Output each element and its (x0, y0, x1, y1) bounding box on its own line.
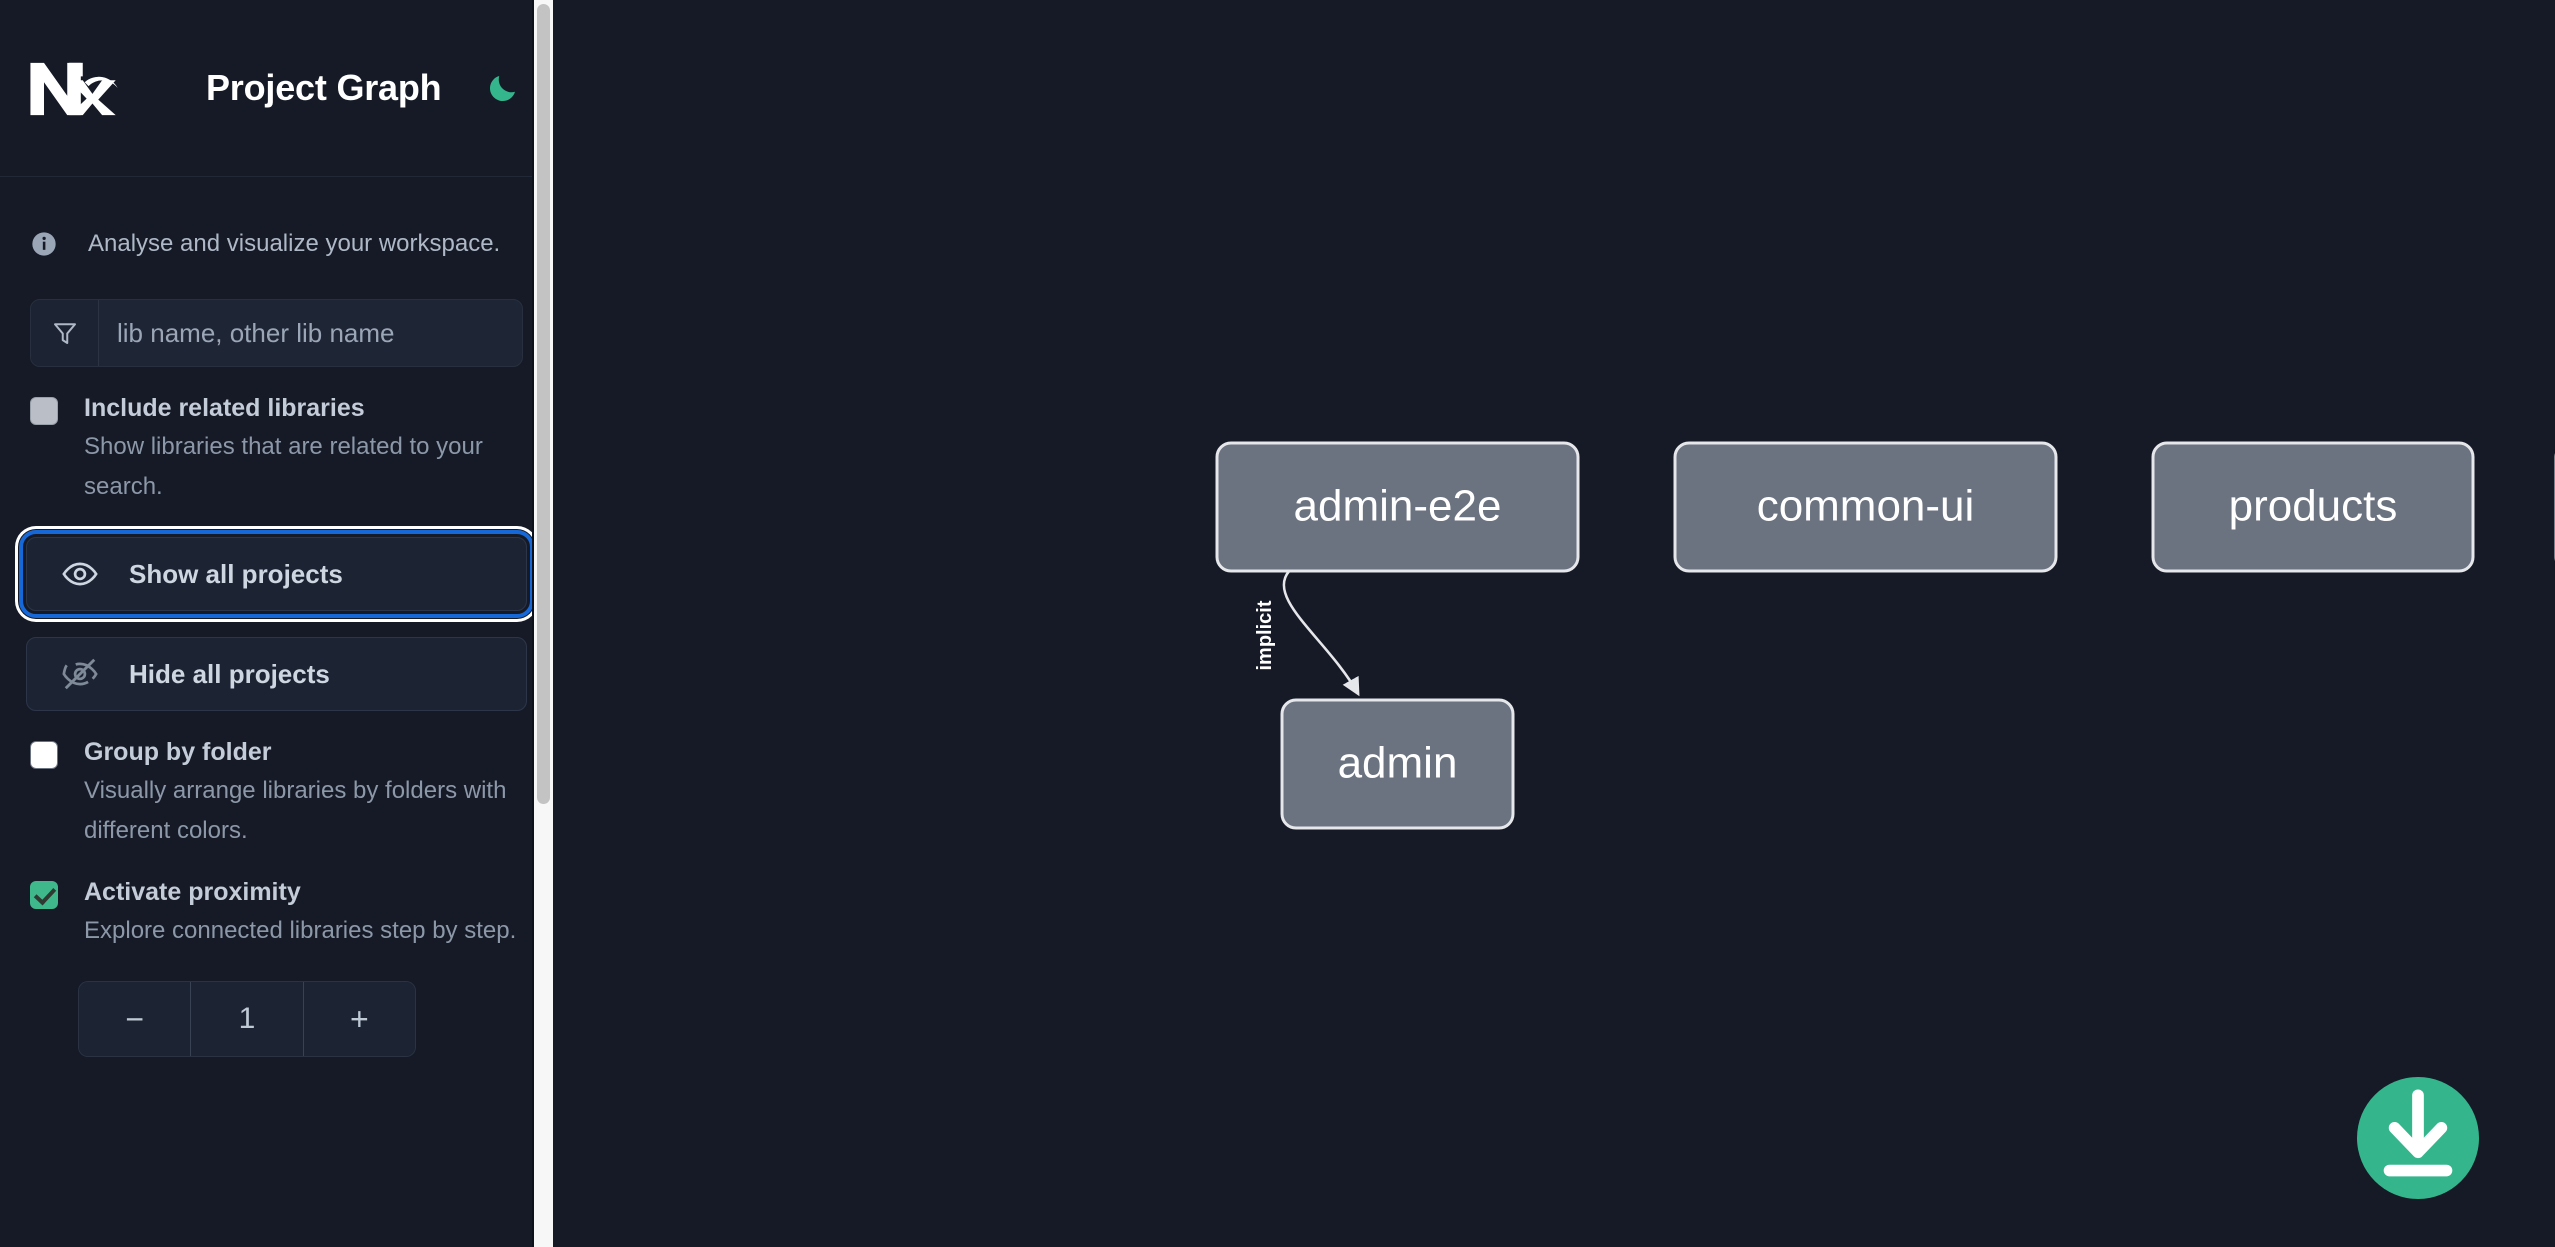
graph-nodes: admin-e2ecommon-uiproductsstore-e2eadmin… (1215, 441, 2555, 830)
stepper-value: 1 (191, 982, 303, 1056)
graph-edge-label: implicit (1254, 600, 1276, 670)
graph-node-box[interactable] (1280, 698, 1515, 830)
graph-node-box[interactable] (2151, 441, 2475, 573)
option-label: Group by folder (84, 738, 272, 766)
proximity-stepper-wrap: − 1 + (0, 951, 553, 1057)
proximity-stepper: − 1 + (78, 981, 416, 1057)
option-description: Explore connected libraries step by step… (84, 917, 517, 944)
graph-edges: implicitimplicit (1254, 570, 1360, 697)
show-all-projects-button[interactable]: Show all projects (19, 530, 534, 618)
hide-all-projects-label: Hide all projects (129, 658, 330, 689)
option-group-by-folder: Group by folder Visually arrange librari… (0, 711, 553, 851)
graph-node-admin[interactable]: admin (1280, 698, 1515, 830)
show-all-projects-label: Show all projects (129, 558, 343, 589)
workspace-info-text: Analyse and visualize your workspace. (88, 230, 501, 257)
stepper-divider (302, 982, 304, 1056)
eye-icon (61, 555, 99, 593)
graph-svg: implicitimplicit admin-e2e common-ui produ… (1215, 441, 2555, 830)
graph-node-label: admin-e2e (1294, 482, 1502, 531)
graph-node-box[interactable] (1215, 441, 1580, 573)
option-description: Show libraries that are related to your … (84, 433, 483, 500)
search-input[interactable] (99, 300, 522, 366)
graph-node-box[interactable] (1673, 441, 2058, 573)
sidebar-scrollbar-thumb[interactable] (537, 4, 550, 804)
project-visibility-buttons: Show all projects Hide all projects (0, 507, 553, 711)
filter-box[interactable] (30, 299, 523, 367)
sidebar-divider (532, 0, 534, 1247)
graph-canvas[interactable]: implicitimplicit admin-e2e common-ui produ… (553, 0, 2555, 1247)
download-graph-button[interactable] (2357, 1077, 2479, 1199)
sidebar: Project Graph Analyse and visualize your… (0, 0, 553, 1247)
checkbox-include-related-libraries[interactable] (30, 397, 58, 425)
option-label: Activate proximity (84, 878, 301, 906)
eye-off-icon (61, 655, 99, 693)
stepper-divider (190, 982, 192, 1056)
graph-node-products[interactable]: products (2151, 441, 2475, 573)
graph-node-admin-e2e[interactable]: admin-e2e (1215, 441, 1580, 573)
decrement-button[interactable]: − (79, 982, 191, 1056)
hide-all-projects-button[interactable]: Hide all projects (26, 637, 527, 711)
info-icon (30, 230, 58, 258)
moon-icon[interactable] (483, 68, 523, 108)
sidebar-content: Project Graph Analyse and visualize your… (0, 0, 553, 1057)
graph-edge[interactable] (1282, 570, 1360, 697)
checkbox-activate-proximity[interactable] (30, 881, 58, 909)
sidebar-header: Project Graph (0, 0, 553, 177)
option-activate-proximity: Activate proximity Explore connected lib… (0, 851, 553, 951)
checkbox-group-by-folder[interactable] (30, 741, 58, 769)
graph-node-common-ui[interactable]: common-ui (1673, 441, 2058, 573)
increment-button[interactable]: + (303, 982, 415, 1056)
nx-logo-icon (26, 57, 124, 119)
graph-node-label: admin (1338, 739, 1458, 788)
filter-icon (31, 300, 99, 366)
option-label: Include related libraries (84, 394, 365, 422)
graph-node-label: common-ui (1757, 482, 1975, 531)
option-include-related-libraries: Include related libraries Show libraries… (0, 367, 553, 507)
graph-node-label: products (2229, 482, 2398, 531)
filter-section (0, 277, 553, 367)
sidebar-scrollbar[interactable] (534, 0, 553, 1247)
page-title: Project Graph (206, 67, 442, 108)
option-description: Visually arrange libraries by folders wi… (84, 777, 507, 844)
workspace-info: Analyse and visualize your workspace. (0, 177, 553, 277)
